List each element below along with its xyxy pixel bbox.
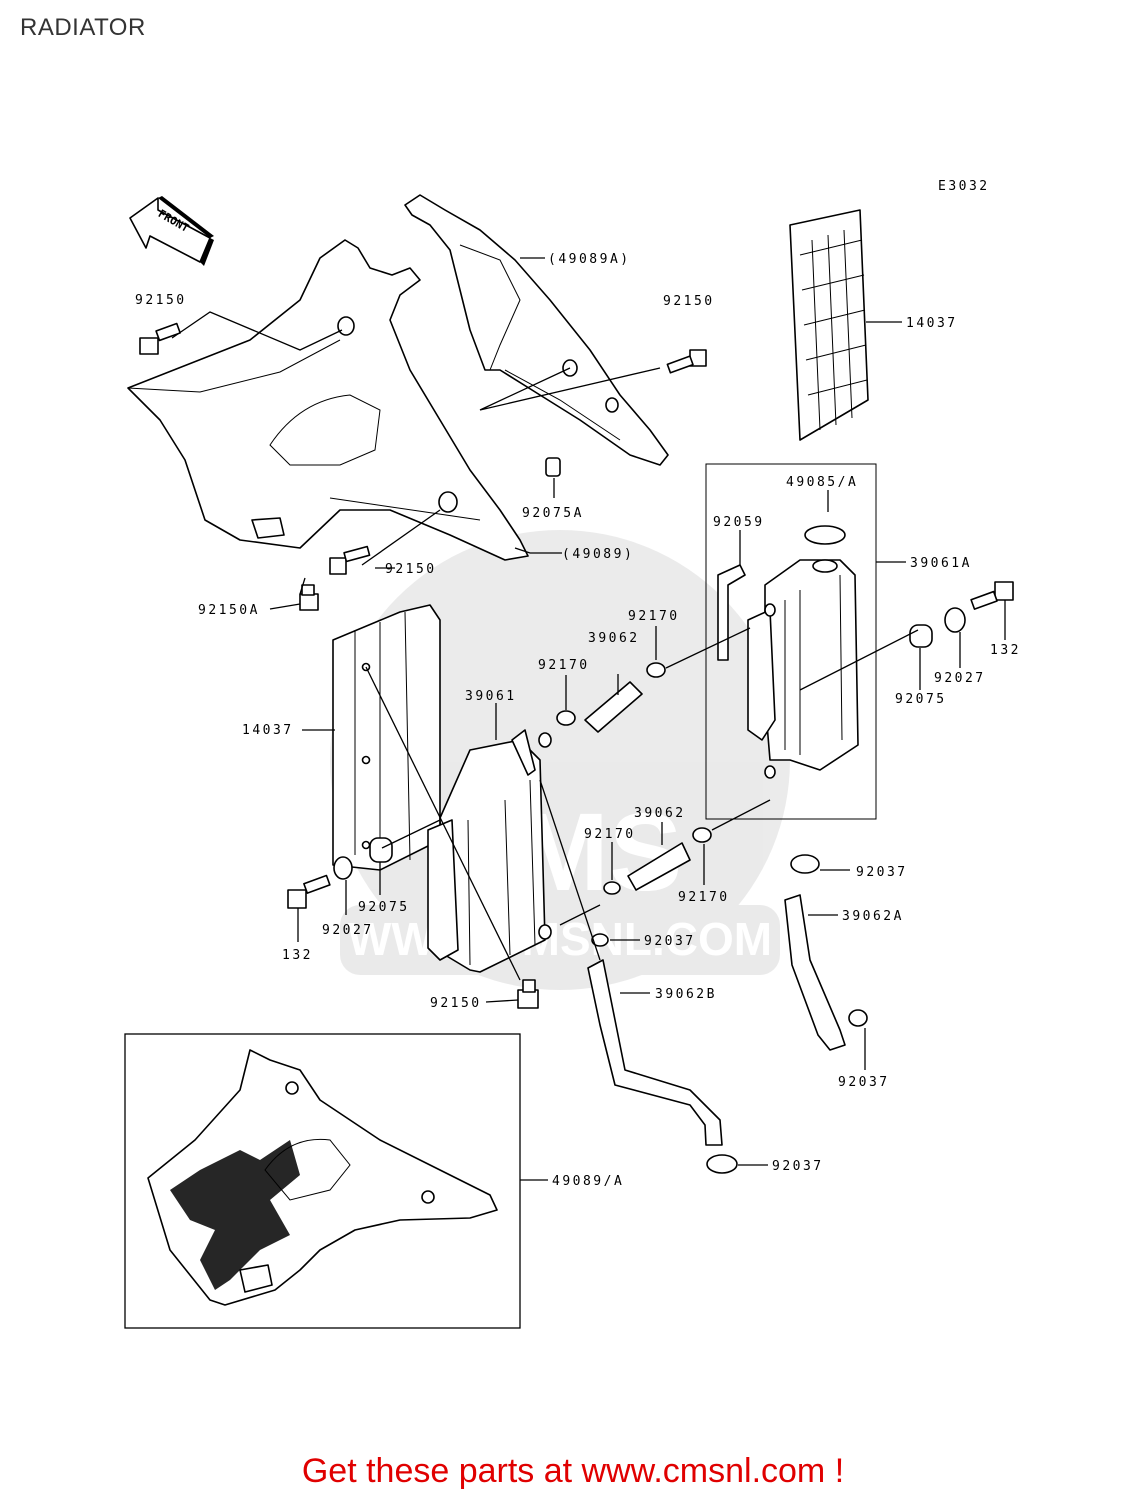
label-92150-left: 92150 (135, 293, 187, 308)
label-92170-d: 92170 (678, 890, 730, 905)
watermark-bottom-text: WWW.CMSNL.COM (348, 913, 772, 965)
label-92027-right: 92027 (934, 671, 986, 686)
label-92037-a: 92037 (856, 865, 908, 880)
radiator-left (427, 729, 552, 973)
label-92150-right: 92150 (663, 294, 715, 309)
radiator-shroud-right (404, 194, 669, 466)
shroud-graphics-inset (147, 1049, 498, 1306)
radiator-shroud-left (127, 239, 529, 561)
label-92170-c: 92170 (584, 827, 636, 842)
leader-lines (171, 257, 1006, 1181)
bolt-132-left-icon (287, 874, 331, 909)
label-132-left: 132 (282, 948, 313, 963)
bolt-92150-bottom-icon (517, 979, 539, 1009)
label-92037-b: 92037 (644, 934, 696, 949)
bolt-92150-left-icon (139, 322, 181, 355)
radiator-grille-left (332, 604, 441, 871)
label-92075A: 92075A (522, 506, 584, 521)
radiator-cap-icon (804, 525, 846, 545)
grommet-92075-right-icon (909, 624, 933, 648)
hose-92059 (717, 564, 746, 661)
label-49085A: 49085/A (786, 475, 858, 490)
grommet-92075-left-icon (369, 837, 393, 863)
label-49089A: (49089A) (548, 252, 631, 267)
label-92170-a: 92170 (628, 609, 680, 624)
hose-39062B (587, 959, 723, 1146)
label-49089-A: 49089/A (552, 1174, 624, 1189)
label-92170-b: 92170 (538, 658, 590, 673)
bolt-92150-mid-icon (329, 545, 371, 575)
bolt-92150-right-icon (666, 349, 707, 374)
bolt-92150A-icon (299, 584, 319, 611)
label-39061: 39061 (465, 689, 517, 704)
label-39062B: 39062B (655, 987, 717, 1002)
washer-92027-right-icon (944, 607, 966, 633)
inset-frame (124, 1033, 521, 1329)
fasteners (139, 322, 1014, 1009)
bolt-132-right-icon (970, 581, 1014, 610)
label-92150-mid: 92150 (385, 562, 437, 577)
label-39061A: 39061A (910, 556, 972, 571)
label-39062-b: 39062 (634, 806, 686, 821)
label-39062A: 39062A (842, 909, 904, 924)
radiator-grille-right (789, 209, 869, 441)
label-92037-c: 92037 (838, 1075, 890, 1090)
radiator-right (747, 525, 859, 779)
collar-92075A-icon (545, 457, 561, 477)
label-14037-left: 14037 (242, 723, 294, 738)
hose-clamps (556, 662, 868, 1174)
label-92037-d: 92037 (772, 1159, 824, 1174)
radiator-right-assembly-box (705, 463, 877, 820)
hose-39062-lower (627, 842, 691, 891)
page-title: RADIATOR (20, 14, 146, 41)
label-39062-a: 39062 (588, 631, 640, 646)
front-arrow-icon: FRONT (129, 196, 214, 266)
label-49089: (49089) (562, 547, 634, 562)
footer-link[interactable]: Get these parts at www.cmsnl.com ! (301, 1452, 845, 1490)
label-92075-left: 92075 (358, 900, 410, 915)
label-14037-top: 14037 (906, 316, 958, 331)
label-92150-bottom: 92150 (430, 996, 482, 1011)
label-92075-right: 92075 (895, 692, 947, 707)
diagram-code: E3032 (938, 179, 990, 194)
label-92059: 92059 (713, 515, 765, 530)
label-132-right: 132 (990, 643, 1021, 658)
label-92027-left: 92027 (322, 923, 374, 938)
washer-92027-left-icon (333, 856, 353, 880)
label-92150A: 92150A (198, 603, 260, 618)
hose-39062A (784, 894, 846, 1051)
hose-39062-upper (584, 681, 643, 733)
